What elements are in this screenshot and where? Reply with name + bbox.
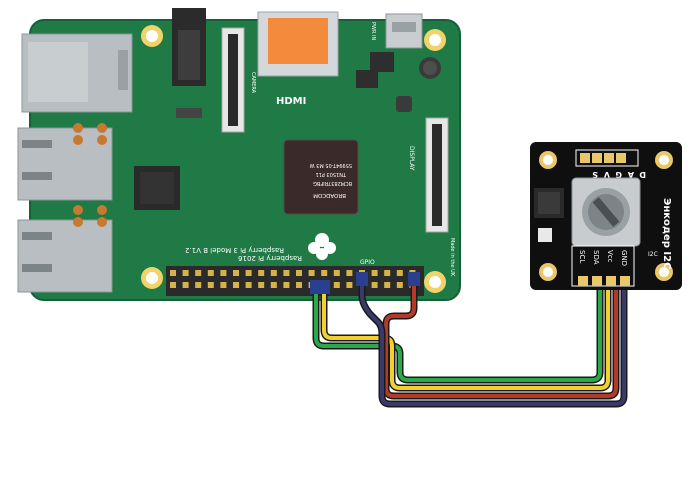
- gpio-pin: [233, 270, 239, 276]
- gpio-pin: [346, 282, 353, 288]
- wire-vcc: [382, 284, 620, 400]
- gpio-pin: [245, 282, 252, 288]
- mounting-hole: [424, 271, 446, 293]
- encoder-title: Энкодер I2C: [661, 198, 672, 269]
- gpio-pin: [195, 270, 202, 276]
- made-in-label: Made in the UK: [449, 238, 455, 277]
- usb-port: [17, 127, 113, 201]
- camera-label: CAMERA: [250, 72, 256, 94]
- broadcom-soc: BROADCOM BCM2837RIFBG TN1503 P11 55994T-…: [283, 139, 359, 215]
- usb-port: [17, 219, 113, 293]
- chip-brand: BROADCOM: [313, 192, 346, 198]
- gpio-pin: [170, 270, 176, 276]
- display-label: DISPLAY: [408, 146, 415, 171]
- gpio-pin: [296, 270, 302, 276]
- camera-connector: CAMERA: [221, 27, 256, 133]
- chip-line1: BCM2837RIFBG: [313, 180, 352, 186]
- gpio-pin: [371, 282, 378, 288]
- pin-sda-label: SDA: [592, 250, 600, 265]
- micro-usb-power: PWR IN: [370, 13, 423, 49]
- lan-chip: [134, 166, 180, 210]
- pin-vcc-label: Vcc: [606, 250, 614, 263]
- gpio-pin: [170, 282, 176, 288]
- display-connector: DISPLAY Made in the UK: [408, 117, 455, 277]
- gpio-pin: [258, 282, 265, 288]
- wire-gnd: [358, 284, 628, 408]
- model-text: Raspberry Pi 3 Model B V1.2: [185, 246, 284, 254]
- mounting-hole: [539, 263, 557, 281]
- gpio-pin: [371, 270, 378, 276]
- gpio-pin: [296, 282, 302, 288]
- gpio-pin: [220, 270, 227, 276]
- raspberry-logo: [308, 233, 336, 260]
- top-pin-a: A: [627, 170, 634, 179]
- gpio-pin: [233, 282, 239, 288]
- gpio-pin: [346, 270, 353, 276]
- ethernet-port: [21, 33, 133, 113]
- smd-component: [356, 70, 378, 88]
- year-text: Raspberry Pi 2016: [238, 254, 302, 262]
- gpio-pin: [396, 270, 403, 276]
- chip-line3: 55994T-05 M3 W: [310, 162, 352, 168]
- gpio-header: GPIO: [166, 259, 424, 296]
- copper-pads: [73, 123, 107, 227]
- pin-scl-label: SCL: [578, 250, 586, 263]
- chip-line2: TN1503 P11: [316, 171, 348, 177]
- encoder-ic: [534, 188, 564, 218]
- gpio-pin: [308, 270, 315, 276]
- gpio-pin: [207, 270, 214, 276]
- top-pin-s: S: [592, 170, 598, 179]
- pwr-label: PWR IN: [370, 22, 376, 40]
- rotary-encoder: [571, 177, 641, 247]
- gpio-pin: [220, 282, 227, 288]
- top-pin-d: D: [639, 170, 646, 179]
- wire-sda: [320, 290, 612, 392]
- hdmi-port: HDMI: [257, 11, 339, 107]
- mounting-hole: [655, 151, 673, 169]
- gpio-pin: [182, 270, 189, 276]
- gpio-pin: [333, 270, 340, 276]
- smd-component: [538, 228, 552, 242]
- mounting-hole: [424, 29, 446, 51]
- gpio-pin: [258, 270, 265, 276]
- smd-component: [370, 52, 394, 72]
- gpio-pin: [195, 282, 202, 288]
- gpio-pin: [283, 270, 290, 276]
- audio-jack: [172, 8, 206, 86]
- inductor: [396, 96, 412, 112]
- mounting-hole: [539, 151, 557, 169]
- gpio-pin: [321, 270, 328, 276]
- wire-connector: [408, 272, 420, 286]
- encoder-module: S V G A D Энкодер I2C I2C: [530, 142, 682, 290]
- wire-scl: [312, 290, 604, 384]
- encoder-small-label: I2C: [648, 251, 658, 258]
- gpio-pin: [283, 282, 290, 288]
- gpio-pin: [270, 282, 277, 288]
- capacitor: [419, 57, 441, 79]
- mounting-hole: [141, 25, 163, 47]
- gpio-pin: [182, 282, 189, 288]
- gpio-label: GPIO: [360, 259, 375, 266]
- encoder-bottom-header: SCL SDA Vcc GND: [571, 245, 635, 287]
- wire-connector: [356, 272, 368, 286]
- gpio-pin: [245, 270, 252, 276]
- hdmi-label: HDMI: [276, 96, 306, 107]
- mounting-hole: [655, 263, 673, 281]
- gpio-pin: [207, 282, 214, 288]
- top-pin-v: V: [603, 170, 610, 179]
- gpio-pin: [384, 270, 391, 276]
- gpio-pin: [396, 282, 403, 288]
- pin-gnd-label: GND: [620, 250, 628, 266]
- gpio-pin: [270, 270, 277, 276]
- raspberry-pi-board: CAMERA HDMI PWR IN DISPLAY Made in the U…: [17, 8, 461, 301]
- encoder-top-header: S V G A D: [575, 149, 646, 179]
- gpio-pin: [384, 282, 391, 288]
- gpio-pin: [333, 282, 340, 288]
- smd-component: [176, 108, 202, 118]
- mounting-hole: [141, 267, 163, 289]
- wire-connector: [310, 280, 330, 294]
- top-pin-g: G: [615, 170, 622, 179]
